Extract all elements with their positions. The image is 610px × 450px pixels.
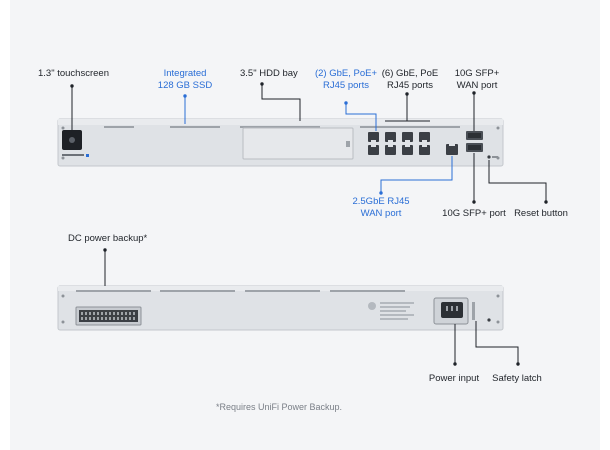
footnote: *Requires UniFi Power Backup.: [216, 402, 343, 412]
dc-power-connector: [75, 306, 142, 326]
label-sfp-wan-line1: 10G SFP+: [454, 68, 500, 79]
rear-callout-dots: [103, 248, 520, 366]
label-wan-25g-line2: WAN port: [360, 208, 402, 219]
label-sfp-port: 10G SFP+ port: [442, 208, 506, 219]
label-ssd-line1: Integrated: [163, 68, 207, 79]
power-inlet: [433, 297, 469, 325]
front-panel: [57, 118, 504, 167]
label-safety-latch: Safety latch: [492, 373, 542, 384]
label-poe-plus-ports: (2) GbE, PoE+ RJ45 ports: [315, 68, 377, 92]
rj45-port-notches: [371, 140, 427, 147]
label-poe-line1: (6) GbE, PoE: [381, 68, 439, 79]
label-wan-25g: 2.5GbE RJ45 WAN port: [352, 196, 409, 220]
reset-button: [487, 155, 498, 159]
diagram-panel: [10, 0, 600, 450]
touchscreen: [62, 130, 89, 157]
label-poe-line2: RJ45 ports: [387, 80, 433, 91]
label-sfp-wan: 10G SFP+ WAN port: [455, 68, 500, 92]
rear-vents: [76, 290, 405, 292]
label-hdd-bay: 3.5" HDD bay: [240, 68, 298, 79]
label-ssd: Integrated 128 GB SSD: [158, 68, 212, 92]
label-wan-25g-line1: 2.5GbE RJ45: [352, 196, 410, 207]
sfp-ports: [466, 131, 483, 152]
label-sfp-wan-line2: WAN port: [456, 80, 498, 91]
label-power-input: Power input: [428, 373, 480, 384]
label-ssd-line2: 128 GB SSD: [157, 80, 213, 91]
label-poe-ports: (6) GbE, PoE RJ45 ports: [382, 68, 439, 92]
label-reset-button: Reset button: [514, 208, 568, 219]
rear-panel: [57, 285, 504, 331]
label-poe-plus-line1: (2) GbE, PoE+: [314, 68, 378, 79]
hdd-bay: [242, 127, 354, 160]
rj45-port-grid: [368, 132, 430, 155]
front-vents: [104, 126, 460, 128]
label-touchscreen: 1.3" touchscreen: [38, 68, 109, 79]
front-callout-dots: [70, 82, 548, 204]
rear-callout-lines: [104, 250, 519, 364]
label-dc-power-backup: DC power backup*: [68, 233, 148, 244]
wan-25g-port: [446, 144, 458, 155]
safety-latch: [472, 302, 491, 322]
rear-regulatory-label: [368, 302, 414, 320]
front-callout-lines: [71, 84, 547, 202]
label-poe-plus-line2: RJ45 ports: [323, 80, 369, 91]
